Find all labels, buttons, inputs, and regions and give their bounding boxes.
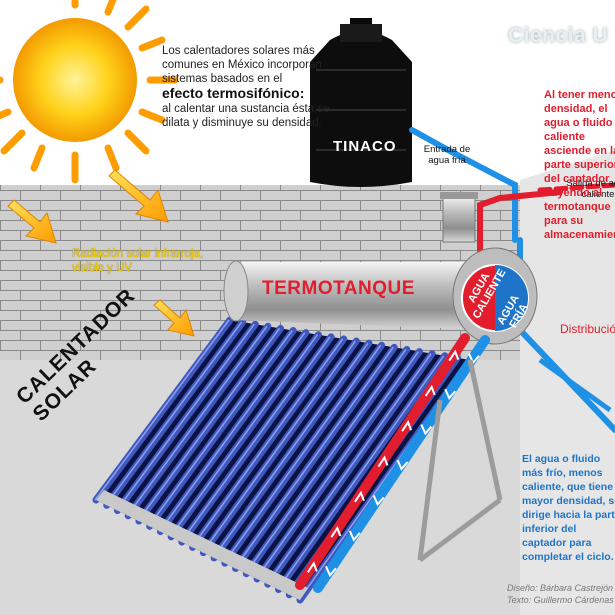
tube-highlight [244,349,407,575]
cold-flow-arrow [444,388,456,400]
cold-flow-arrow [348,530,361,542]
intro-line2: al calentar una sustancia ésta se dilata… [162,103,330,129]
tube-highlight [148,330,293,527]
tube-highlight [137,327,281,522]
vacuum-tube [210,339,373,562]
vacuum-tube [189,335,348,551]
vacuum-tube [199,337,360,557]
hot-water-note: Al tener menor densidad, el agua o fluid… [544,89,615,241]
salida-label: Salida de agua caliente [566,178,615,200]
cold-water-note: El agua o fluido más frío, menos calient… [522,453,615,563]
solar-collector [92,316,474,604]
cold-flow-arrow [420,424,433,436]
vacuum-tube [264,350,436,588]
hot-flow-arrow [448,349,460,362]
radiation-label: Radiación solar infrarroja, visible y UV [72,248,204,274]
tube-highlight [212,342,369,559]
tube-highlight [233,346,394,569]
intro-line1: Los calentadores solares más comunes en … [162,45,322,85]
termotanque-tank [223,247,538,345]
intro-highlight: efecto termosifónico: [162,85,305,101]
credit-text: Texto: Guillermo Cárdenas [507,595,614,605]
sun-icon [0,0,179,184]
vacuum-tube [92,316,234,504]
tube-highlight [94,319,230,501]
tube-highlight [115,323,255,511]
tube-highlight [276,355,445,590]
tinaco-tank [310,18,412,187]
vacuum-tube [232,343,398,572]
tube-highlight [201,340,356,554]
hot-flow-arrow [401,420,413,432]
expansion-vessel [440,192,478,243]
vacuum-tube [146,327,297,530]
distribution-label: Distribución [560,322,615,336]
vacuum-tube [221,341,386,567]
intro-text: Los calentadores solares más comunes en … [162,44,332,130]
tube-highlight [158,332,306,533]
cold-flow-arrow [372,495,385,507]
cold-flow-arrow [325,565,337,578]
vacuum-tube [275,352,449,593]
vacuum-tube [167,331,322,541]
hot-flow-arrow [377,455,389,468]
termotanque-label: TERMOTANQUE [262,278,415,299]
distribution-pipe [538,357,612,413]
entrada-label: Entrada de agua fría [423,144,471,166]
tube-highlight [223,344,382,564]
credits: Diseño: Bárbara Castrejón Texto: Guiller… [507,582,614,606]
vacuum-tube [178,333,335,546]
vacuum-tube [124,322,272,520]
cold-flow-arrow [396,459,409,471]
tube-highlight [180,336,331,543]
stand [417,359,503,562]
vacuum-tube [113,320,259,515]
vacuum-tube [242,345,411,578]
vacuum-tube [103,318,247,509]
tube-highlight [126,325,268,517]
hot-flow-arrow [424,384,436,397]
vacuum-tube [135,324,285,525]
tube-highlight [169,334,319,538]
hot-flow-arrow [306,561,318,573]
hot-flow-arrow [354,490,365,503]
tube-highlight [105,321,243,506]
tube-highlight [266,353,432,585]
vacuum-tube [253,348,423,583]
brand-logo: Ciencia U [508,24,609,47]
tinaco-label: TINACO [333,138,397,155]
vacuum-tube [156,329,310,536]
tube-highlight [255,351,420,580]
tube-highlight [191,338,344,548]
credit-design: Diseño: Bárbara Castrejón [507,583,614,593]
hot-flow-arrow [330,525,342,538]
